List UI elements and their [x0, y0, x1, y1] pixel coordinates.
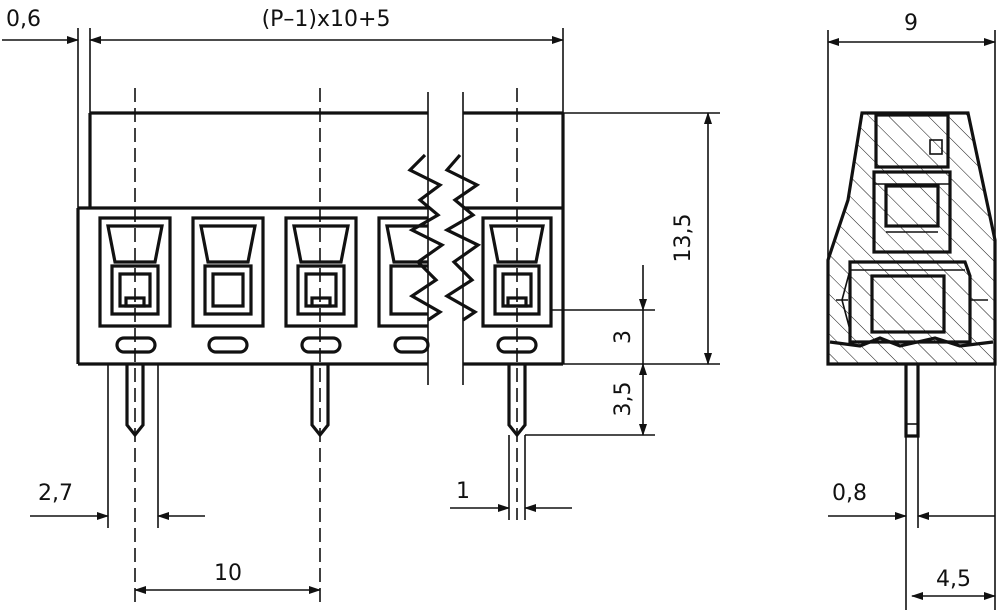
dim-label-pin-thickness: 0,8 [832, 481, 867, 506]
terminal-cell [284, 216, 358, 354]
dim-label-depth: 9 [904, 11, 918, 36]
terminal-cell [191, 216, 265, 354]
dim-label-pitch: 10 [214, 561, 242, 586]
terminal-cell [481, 216, 553, 354]
dim-label-edge-to-pin: 2,7 [38, 481, 73, 506]
terminal-cell [98, 216, 172, 354]
side-view [826, 111, 997, 438]
dim-label-pin-length: 3,5 [611, 382, 636, 417]
dim-label-pitch-offset: 0,6 [6, 7, 41, 32]
break-zigzag-right [443, 153, 482, 322]
upper-body-outline [88, 111, 565, 208]
break-lines [427, 92, 464, 385]
dim-label-wire-entry: 3 [611, 330, 636, 344]
dim-label-height: 13,5 [671, 214, 696, 263]
side-pin [904, 364, 920, 438]
break-zigzag-left [407, 153, 446, 322]
terminal-cell-partial [377, 216, 430, 354]
side-body-outline [826, 111, 997, 366]
dim-label-overall-length: (P–1)x10+5 [262, 7, 391, 32]
front-dimensions: 0,6 (P–1)x10+5 13,5 3 3,5 2,7 1 10 [2, 7, 720, 594]
dim-label-pin-offset: 4,5 [936, 567, 971, 592]
front-view [76, 88, 565, 606]
side-dimensions: 9 0,8 4,5 [827, 11, 996, 610]
screw [872, 170, 952, 254]
dim-label-pin-width: 1 [456, 479, 470, 504]
lower-body-outline [76, 206, 565, 366]
screw-housing [874, 113, 950, 169]
